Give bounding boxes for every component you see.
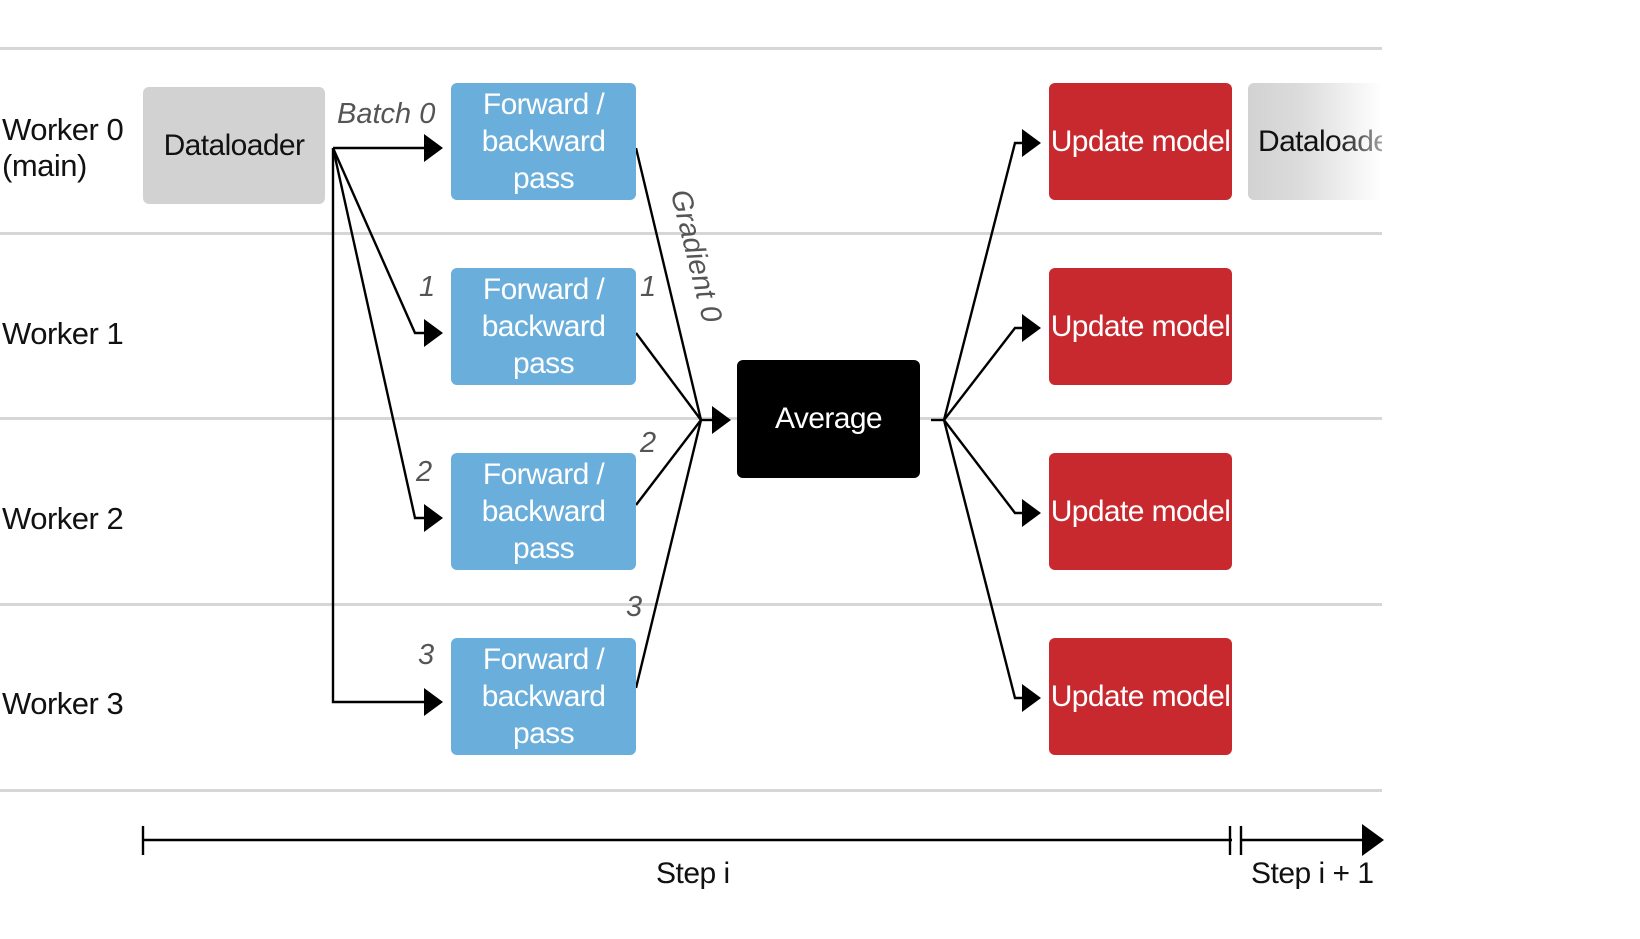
gradient-1-line [635, 332, 702, 421]
row-separator [0, 232, 1382, 235]
gradient-0-line [634, 147, 703, 421]
arrowhead [1022, 684, 1041, 712]
batch-3-arrow [331, 148, 426, 704]
batch-2-arrow [331, 147, 426, 520]
forward-backward-box-worker-0: Forward / backward pass [451, 83, 636, 200]
worker-2-label: Worker 2 [2, 501, 124, 536]
dataloader-box: Dataloader [143, 87, 325, 204]
average-box: Average [737, 360, 920, 478]
update-model-box-worker-3: Update model [1049, 638, 1232, 755]
forward-backward-box-worker-1: Forward / backward pass [451, 268, 636, 385]
row-separator [0, 603, 1382, 606]
forward-label: Forward / [482, 88, 605, 121]
row-separator [0, 789, 1382, 792]
arrowhead [424, 134, 443, 162]
forward-backward-box-worker-3: Forward / backward pass [451, 638, 636, 755]
update-model-box-worker-0: Update model [1049, 83, 1232, 200]
forward-label: Forward / [482, 458, 605, 491]
gradient-1-label: 1 [640, 271, 657, 303]
update-0-arrow [942, 141, 1024, 421]
row-separator [0, 417, 1382, 420]
worker-3-label: Worker 3 [2, 686, 124, 721]
arrowhead [712, 406, 731, 434]
gradient-2-label: 2 [640, 427, 657, 459]
forward-label: Forward / [482, 273, 605, 306]
update-model-box-worker-1: Update model [1049, 268, 1232, 385]
next-step-dataloader-label: Dataloader [1258, 125, 1382, 159]
update-2-arrow [943, 419, 1024, 515]
worker-0-name: Worker 0 [2, 112, 124, 147]
backward-pass-label: backward pass [481, 680, 606, 750]
worker-0-label: Worker 0 (main) [2, 112, 124, 184]
forward-label: Forward / [482, 643, 605, 676]
arrowhead [424, 504, 443, 532]
next-step-dataloader-box: Dataloader [1248, 83, 1382, 200]
step-i-label: Step i [656, 857, 730, 890]
row-separator [0, 47, 1382, 50]
arrowhead [424, 319, 443, 347]
arrowhead [1022, 129, 1041, 157]
worker-0-role: (main) [2, 148, 87, 183]
arrowhead [424, 688, 443, 716]
gradient-3-label: 3 [626, 591, 643, 623]
worker-1-label: Worker 1 [2, 316, 124, 351]
gradient-2-line [635, 419, 702, 506]
backward-pass-label: backward pass [481, 495, 606, 565]
batch-1-arrow [331, 147, 426, 335]
arrowhead [1022, 314, 1041, 342]
update-model-box-worker-2: Update model [1049, 453, 1232, 570]
arrowhead [1022, 499, 1041, 527]
batch-2-label: 2 [416, 456, 433, 488]
update-3-arrow [942, 419, 1024, 700]
gradient-3-line [634, 419, 703, 689]
timeline-arrowhead [1362, 824, 1384, 856]
batch-3-label: 3 [418, 639, 435, 671]
forward-backward-box-worker-2: Forward / backward pass [451, 453, 636, 570]
backward-pass-label: backward pass [481, 310, 606, 380]
step-i-plus-1-label: Step i + 1 [1251, 857, 1374, 890]
backward-pass-label: backward pass [481, 125, 606, 195]
update-1-arrow [943, 326, 1024, 421]
batch-0-label: Batch 0 [337, 98, 436, 130]
batch-1-label: 1 [419, 271, 436, 303]
